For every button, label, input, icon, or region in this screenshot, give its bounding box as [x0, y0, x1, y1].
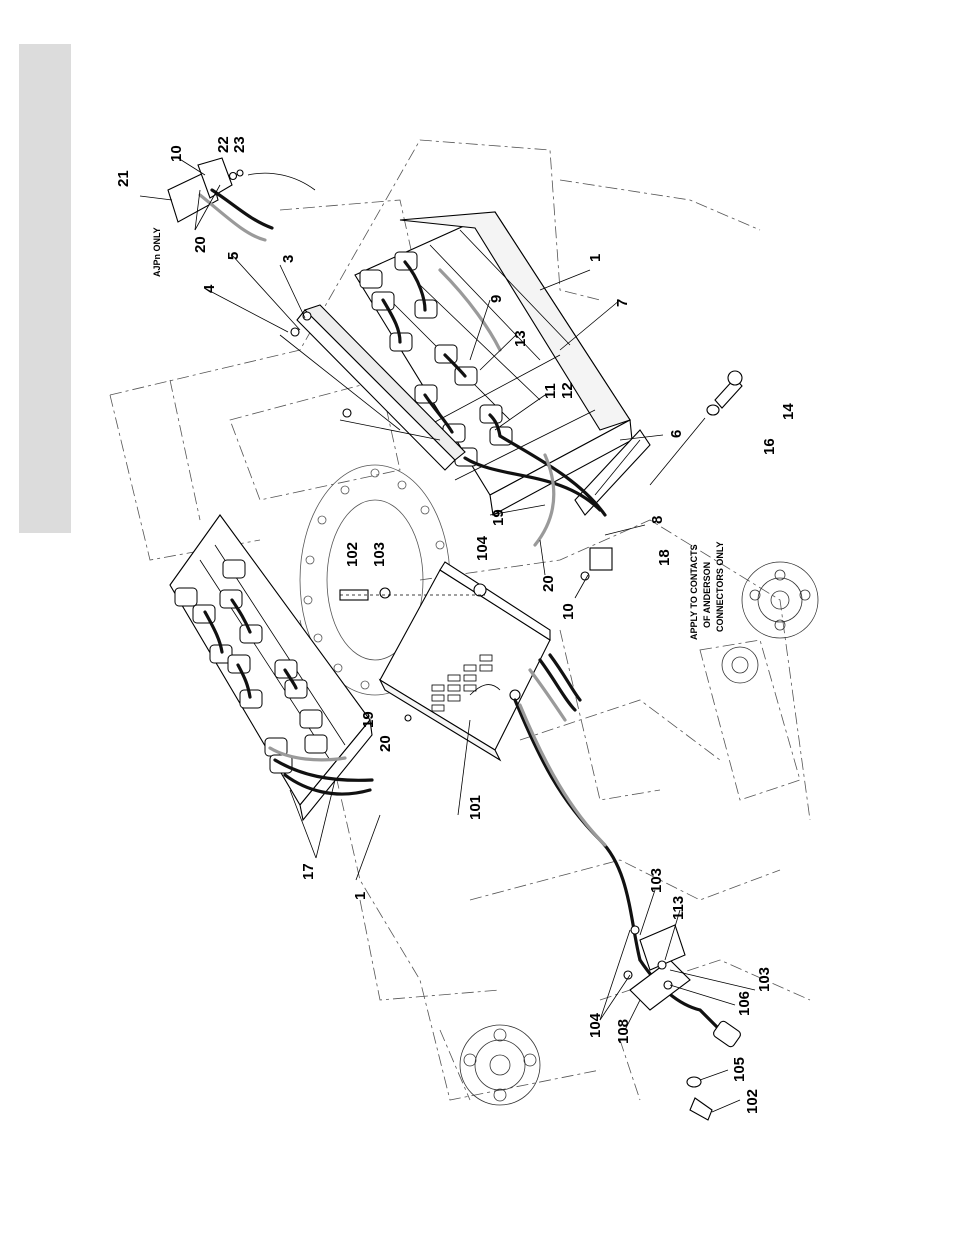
label-1-right: 1	[587, 254, 604, 262]
charger-cable	[515, 655, 720, 1030]
label-18: 18	[656, 549, 673, 566]
bolt-and-washer	[650, 371, 742, 485]
label-10-bottom: 10	[560, 603, 577, 620]
label-9: 9	[488, 295, 505, 303]
wheel-hub-right	[722, 562, 818, 683]
label-5: 5	[225, 252, 242, 260]
label-102-bottom: 102	[744, 1089, 761, 1114]
note-anderson-line-3: CONNECTORS ONLY	[715, 541, 725, 632]
label-20-middle: 20	[540, 575, 557, 592]
label-1-left: 1	[352, 892, 369, 900]
label-21: 21	[115, 170, 132, 187]
label-17: 17	[300, 863, 317, 880]
label-23: 23	[231, 136, 248, 153]
label-105: 105	[731, 1057, 748, 1082]
label-12: 12	[559, 382, 576, 399]
note-anderson-line-2: OF ANDERSON	[702, 562, 712, 628]
label-103-right: 103	[756, 967, 773, 992]
label-10-top: 10	[168, 145, 185, 162]
label-101: 101	[467, 795, 484, 820]
label-20-left: 20	[377, 735, 394, 752]
note-ajpn-only: AJPn ONLY	[152, 227, 162, 277]
label-22: 22	[215, 136, 232, 153]
label-7: 7	[614, 299, 631, 307]
label-19-left: 19	[360, 711, 377, 728]
label-104-top: 104	[474, 535, 491, 561]
label-14: 14	[780, 403, 797, 420]
label-104-bottom: 104	[587, 1012, 604, 1038]
label-6: 6	[668, 430, 685, 438]
wheel-hub-bottom-left	[460, 1025, 540, 1105]
label-106: 106	[736, 991, 753, 1016]
label-19-right: 19	[490, 509, 507, 526]
label-102-top: 102	[344, 542, 361, 567]
plug-bracket	[624, 925, 742, 1120]
note-anderson-line-1: APPLY TO CONTACTS	[689, 544, 699, 640]
label-16: 16	[761, 438, 778, 455]
label-11: 11	[542, 383, 559, 399]
ajpn-bracket	[140, 158, 315, 240]
charger-box	[380, 562, 550, 760]
label-8: 8	[649, 516, 666, 524]
label-20-top: 20	[192, 236, 209, 253]
label-13: 13	[512, 330, 529, 347]
label-103-top: 103	[371, 542, 388, 567]
label-3: 3	[280, 255, 297, 263]
label-103-middle: 103	[648, 868, 665, 893]
label-108: 108	[615, 1019, 632, 1044]
label-113: 113	[670, 896, 687, 920]
label-4: 4	[201, 284, 218, 293]
